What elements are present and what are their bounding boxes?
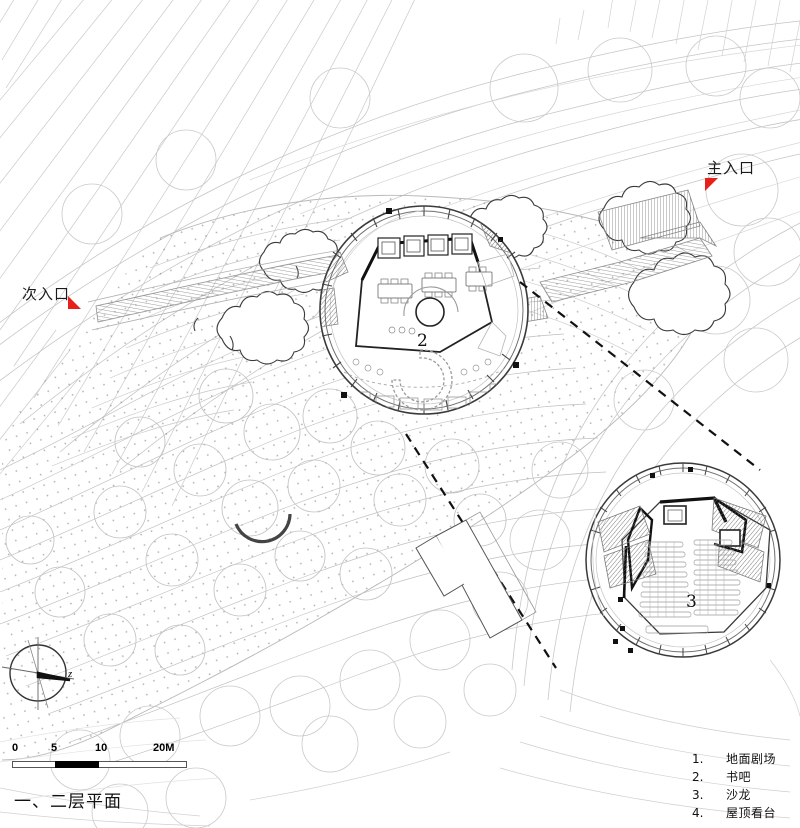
building-bookbar xyxy=(319,205,529,415)
scale-tick-0: 0 xyxy=(12,742,19,754)
scale-bar-track xyxy=(12,761,187,768)
legend-label: 地面剧场 xyxy=(726,752,777,766)
scale-bar: 0 5 10 20M xyxy=(12,742,187,774)
legend-item: 4. 屋顶看台 xyxy=(692,804,776,822)
north-arrow-label: z xyxy=(68,668,73,680)
legend-label: 屋顶看台 xyxy=(726,806,777,820)
structural-columns-salon xyxy=(613,467,771,653)
compass-rose xyxy=(1,637,75,710)
legend-number: 2. xyxy=(692,770,704,784)
room-number-bookbar: 2 xyxy=(417,331,428,351)
scale-bar-fill-segment xyxy=(55,761,99,768)
legend-number: 1. xyxy=(692,752,704,766)
tree-shadow-accent xyxy=(234,513,292,544)
main-entrance-label: 主入口 xyxy=(707,159,756,177)
section-line xyxy=(405,281,761,669)
legend-label: 沙龙 xyxy=(726,788,752,802)
main-entrance-marker-icon xyxy=(705,178,718,191)
building-rect-lower xyxy=(415,511,537,639)
walkway-main xyxy=(517,189,718,323)
scale-tick-20: 20M xyxy=(153,742,175,754)
furniture-tables xyxy=(377,266,493,304)
secondary-entrance-label: 次入口 xyxy=(22,285,71,303)
room-number-salon: 3 xyxy=(686,592,697,612)
legend-number: 4. xyxy=(692,806,704,820)
structural-columns-bookbar xyxy=(341,208,519,398)
legend-item: 3. 沙龙 xyxy=(692,786,776,804)
legend-item: 1. 地面剧场 xyxy=(692,750,776,768)
secondary-entrance-marker-icon xyxy=(68,296,81,309)
building-salon xyxy=(585,462,781,658)
legend-number: 3. xyxy=(692,788,704,802)
legend-list: 1. 地面剧场 2. 书吧 3. 沙龙 4. 屋顶看台 xyxy=(692,750,776,822)
faint-lines-title-area xyxy=(0,717,221,801)
terrain-hatch-topright xyxy=(555,0,800,73)
contour-lines-bottomright xyxy=(499,659,800,819)
audience-seats xyxy=(638,539,741,634)
scale-tick-5: 5 xyxy=(51,742,58,754)
plan-title: 一、二层平面 xyxy=(14,792,122,812)
contour-lines-bottomleft xyxy=(0,751,451,827)
legend-label: 书吧 xyxy=(726,770,752,784)
scale-tick-10: 10 xyxy=(95,742,108,754)
legend-item: 2. 书吧 xyxy=(692,768,776,786)
